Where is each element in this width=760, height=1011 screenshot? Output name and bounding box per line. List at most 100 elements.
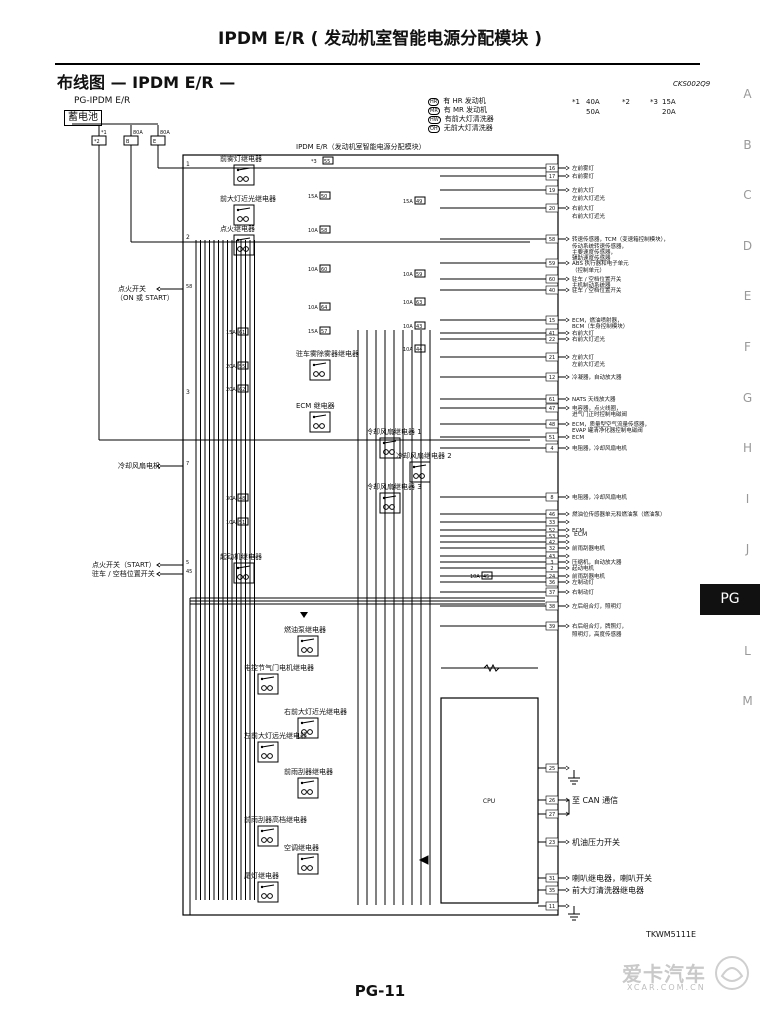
output-label: 进气门正时控制电磁阀 xyxy=(572,410,627,418)
relay-coil xyxy=(261,753,267,759)
fuse-number: 49 xyxy=(416,199,422,205)
relay-contact-dot xyxy=(236,566,240,570)
fuse-number: 57 xyxy=(321,329,327,335)
fuse-number: 51 xyxy=(239,520,245,526)
relay-coil xyxy=(313,371,319,377)
output-label: 左制动灯 xyxy=(572,578,595,586)
connector-pin-number: 24 xyxy=(549,574,555,580)
connector-pin-number: 43 xyxy=(549,554,555,560)
relay-coil xyxy=(267,893,273,899)
fuse-box xyxy=(237,384,249,393)
output-label: 至 CAN 通信 xyxy=(572,795,618,805)
output-label: 右后组合灯，牌照灯， xyxy=(572,622,627,630)
connector-pin-number: 17 xyxy=(549,174,555,180)
fuse-number: 61 xyxy=(239,330,245,336)
fuse-number: 64 xyxy=(321,305,327,311)
connector-pin-number: 48 xyxy=(549,422,555,428)
side-tab-h[interactable]: H xyxy=(742,441,753,456)
connector-pin-number: 37 xyxy=(549,590,555,596)
side-tab-a[interactable]: A xyxy=(743,87,752,101)
relay-coil xyxy=(389,504,395,510)
page-number: PG-11 xyxy=(354,982,406,1000)
fuse-box xyxy=(481,571,493,580)
side-tab-j[interactable]: J xyxy=(745,542,750,557)
relay-label: 燃油泵继电器 xyxy=(284,625,326,634)
connector-pin-number: 27 xyxy=(549,812,555,818)
connector-pin-number: 42 xyxy=(549,540,555,546)
output-label: 右前大灯 xyxy=(572,204,595,212)
relay-coil xyxy=(261,685,267,691)
relay-coil xyxy=(419,473,425,479)
relay-box xyxy=(379,437,401,459)
fuse-box xyxy=(322,156,334,165)
relay-contact xyxy=(261,744,275,748)
side-tab-i[interactable]: I xyxy=(745,491,750,506)
output-arrow xyxy=(565,533,570,539)
battery-fuse-id: *2 xyxy=(94,139,100,145)
relay-label: 右前大灯近光继电器 xyxy=(284,707,347,716)
side-tab-d[interactable]: D xyxy=(742,238,753,253)
relay-contact-dot xyxy=(300,721,304,725)
relay-contact xyxy=(313,362,327,366)
output-arrow xyxy=(565,336,570,342)
relay-contact-dot xyxy=(382,496,386,500)
output-arrow xyxy=(565,553,570,559)
connector-pin xyxy=(545,795,559,805)
output-label: 右前大灯近光 xyxy=(572,335,606,343)
relay-contact xyxy=(301,720,315,724)
output-arrow xyxy=(565,445,570,451)
relay-label: 点火继电器 xyxy=(220,224,255,233)
output-label: 主要速度传感器， xyxy=(572,248,616,256)
relay-contact-dot xyxy=(260,677,264,681)
relay-coil xyxy=(301,789,307,795)
connector-pin xyxy=(545,873,559,883)
side-tab-m[interactable]: M xyxy=(742,694,753,709)
connector-pin xyxy=(545,372,559,382)
side-tab-g[interactable]: G xyxy=(742,390,753,405)
legend-code: HW xyxy=(428,116,441,124)
fuse-number: 62 xyxy=(239,387,245,393)
output-arrow xyxy=(565,205,570,211)
battery-fuse xyxy=(91,135,107,146)
connector-pin xyxy=(545,621,559,631)
output-label: 燃油位传感器单元和燃油泵（燃油泵） xyxy=(572,510,666,518)
side-tab-l[interactable]: L xyxy=(744,643,751,658)
left-label: 驻车 / 空档位置开关 xyxy=(92,569,155,578)
side-tab-b[interactable]: B xyxy=(743,137,752,152)
cpu-label: CPU xyxy=(483,798,495,805)
relay-coil xyxy=(313,423,319,429)
relay-label: 前雾灯继电器 xyxy=(220,154,262,163)
side-tab-e[interactable]: E xyxy=(743,289,752,304)
left-pin: 45 xyxy=(186,569,192,575)
output-label: 左前大灯 xyxy=(572,353,595,361)
output-label: 左前大灯近光 xyxy=(572,194,606,202)
relay-label: 左前大灯远光继电器 xyxy=(244,731,307,740)
battery-fuse xyxy=(150,135,166,146)
fuse-box xyxy=(414,344,426,353)
side-tab-f[interactable]: F xyxy=(744,340,751,354)
relay-label: 冷却风扇继电器 1 xyxy=(366,427,422,436)
fuse-rating: 15A xyxy=(403,199,413,205)
output-label: 辅助速度传感器 xyxy=(572,254,611,262)
connector-pin xyxy=(545,258,559,268)
relay-contact xyxy=(237,167,251,171)
fuse-rating: 10A xyxy=(403,324,413,330)
fuse-rating: 10A xyxy=(470,574,480,580)
legend-text: 有 HR 发动机 xyxy=(443,97,486,105)
fuse-rating: 20A xyxy=(226,364,236,370)
side-tab-pg[interactable]: PG xyxy=(700,584,760,615)
watermark-logo: 爱卡汽车 xyxy=(622,962,706,986)
connector-pin xyxy=(545,443,559,453)
relay-coil xyxy=(243,216,249,222)
output-arrow xyxy=(565,187,570,193)
output-arrow xyxy=(565,539,570,545)
relay-contact xyxy=(237,237,251,241)
connector-pin xyxy=(545,809,559,819)
side-tab-c[interactable]: C xyxy=(743,188,752,203)
connector-pin-number: 59 xyxy=(549,261,555,267)
output-label: ECM xyxy=(572,528,584,534)
diagram-id: PG-IPDM E/R xyxy=(74,96,131,106)
